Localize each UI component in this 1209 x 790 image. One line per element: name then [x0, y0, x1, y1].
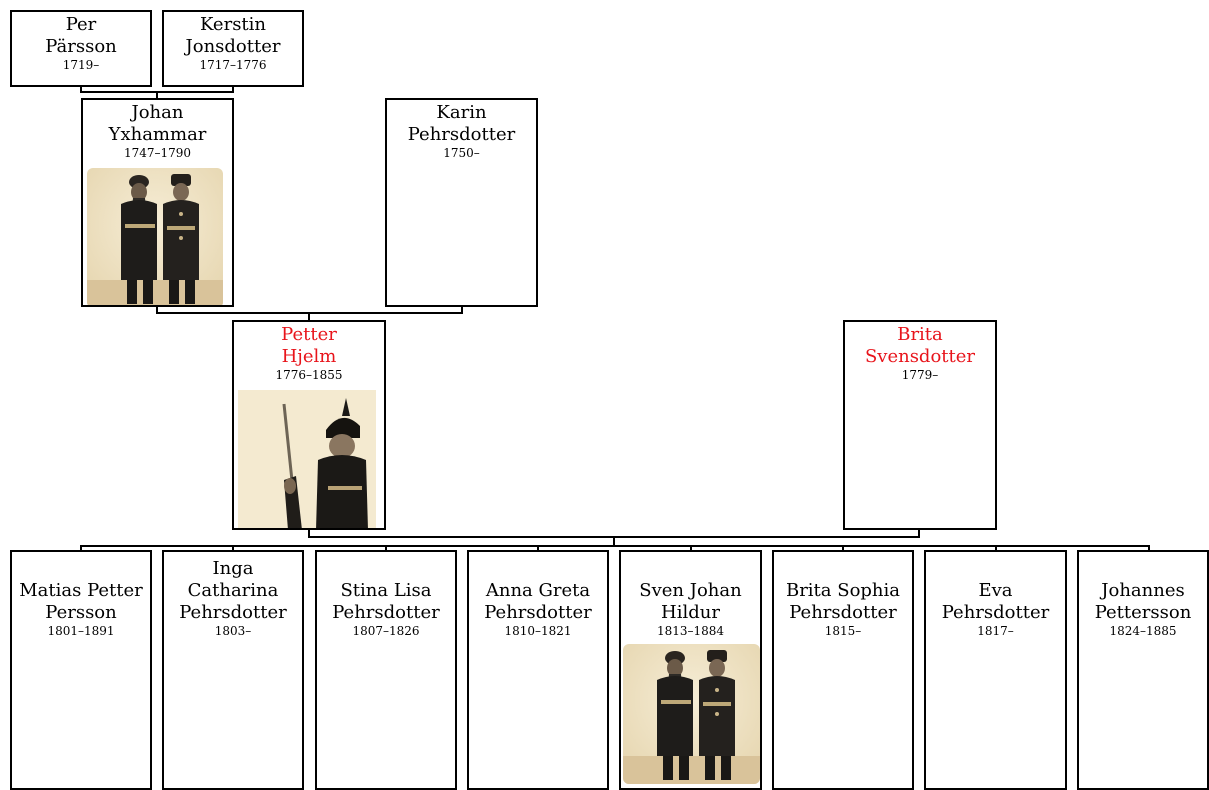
connector-line: [690, 545, 692, 551]
child-box-2[interactable]: Inga Catharina Pehrsdotter 1803–: [162, 550, 304, 790]
person-name: Karin Pehrsdotter: [407, 102, 516, 145]
connector-line: [308, 528, 310, 538]
child-box-5[interactable]: Sven Johan Hildur 1813–1884: [619, 550, 762, 790]
connector-line: [1148, 545, 1150, 551]
person-name: Anna Greta Pehrsdotter: [484, 580, 592, 623]
person-dates: 1813–1884: [656, 624, 725, 638]
connector-line: [232, 545, 234, 551]
portrait-photo: [623, 644, 760, 784]
connector-line: [385, 545, 387, 551]
soldier-with-sword-photo-icon: [238, 390, 376, 528]
connector-line: [80, 545, 1150, 547]
person-box-brita-svensdotter[interactable]: Brita Svensdotter 1779–: [843, 320, 997, 530]
person-box-petter-hjelm[interactable]: Petter Hjelm 1776–1855: [232, 320, 386, 530]
person-name: Petter Hjelm: [281, 324, 337, 367]
connector-line: [308, 312, 310, 321]
person-dates: 1776–1855: [275, 368, 343, 382]
child-box-6[interactable]: Brita Sophia Pehrsdotter 1815–: [772, 550, 914, 790]
person-dates: 1810–1821: [504, 624, 572, 638]
person-box-johan-yxhammar[interactable]: Johan Yxhammar 1747–1790: [81, 98, 234, 307]
connector-line: [80, 545, 82, 551]
connector-line: [80, 86, 82, 92]
person-dates: 1801–1891: [47, 624, 115, 638]
person-dates: 1750–: [443, 146, 480, 160]
connector-line: [156, 305, 158, 314]
person-name: Brita Sophia Pehrsdotter: [785, 580, 901, 623]
connector-line: [537, 545, 539, 551]
person-box-karin-pehrsdotter[interactable]: Karin Pehrsdotter 1750–: [385, 98, 538, 307]
person-name: Johannes Pettersson: [1094, 580, 1192, 623]
person-name: Johan Yxhammar: [108, 102, 207, 145]
child-box-8[interactable]: Johannes Pettersson 1824–1885: [1077, 550, 1209, 790]
person-dates: 1817–: [977, 624, 1014, 638]
person-dates: 1747–1790: [123, 146, 192, 160]
two-soldiers-photo-icon: [623, 644, 760, 784]
connector-line: [995, 545, 997, 551]
portrait-photo: [238, 390, 376, 528]
child-box-7[interactable]: Eva Pehrsdotter 1817–: [924, 550, 1067, 790]
person-name: Per Pärsson: [45, 14, 117, 57]
connector-line: [232, 86, 234, 92]
person-dates: 1824–1885: [1109, 624, 1177, 638]
portrait-photo: [87, 168, 223, 305]
person-dates: 1719–: [62, 58, 100, 72]
person-name: Inga Catharina Pehrsdotter: [179, 558, 287, 623]
person-name: Stina Lisa Pehrsdotter: [332, 580, 440, 623]
child-box-4[interactable]: Anna Greta Pehrsdotter 1810–1821: [467, 550, 609, 790]
connector-line: [918, 528, 920, 538]
person-dates: 1717–1776: [199, 58, 267, 72]
person-dates: 1807–1826: [352, 624, 420, 638]
person-name: Brita Svensdotter: [864, 324, 976, 367]
person-box-kerstin-jonsdotter[interactable]: Kerstin Jonsdotter 1717–1776: [162, 10, 304, 87]
person-dates: 1815–: [824, 624, 862, 638]
connector-line: [842, 545, 844, 551]
child-box-3[interactable]: Stina Lisa Pehrsdotter 1807–1826: [315, 550, 457, 790]
person-name: Eva Pehrsdotter: [941, 580, 1050, 623]
two-soldiers-photo-icon: [87, 168, 223, 305]
person-box-per-parsson[interactable]: Per Pärsson 1719–: [10, 10, 152, 87]
person-name: Matias Petter Persson: [19, 580, 143, 623]
connector-line: [156, 91, 158, 99]
person-dates: 1803–: [214, 624, 252, 638]
person-name: Sven Johan Hildur: [639, 580, 742, 623]
connector-line: [613, 536, 615, 546]
person-name: Kerstin Jonsdotter: [185, 14, 281, 57]
child-box-1[interactable]: Matias Petter Persson 1801–1891: [10, 550, 152, 790]
connector-line: [461, 305, 463, 314]
person-dates: 1779–: [901, 368, 939, 382]
